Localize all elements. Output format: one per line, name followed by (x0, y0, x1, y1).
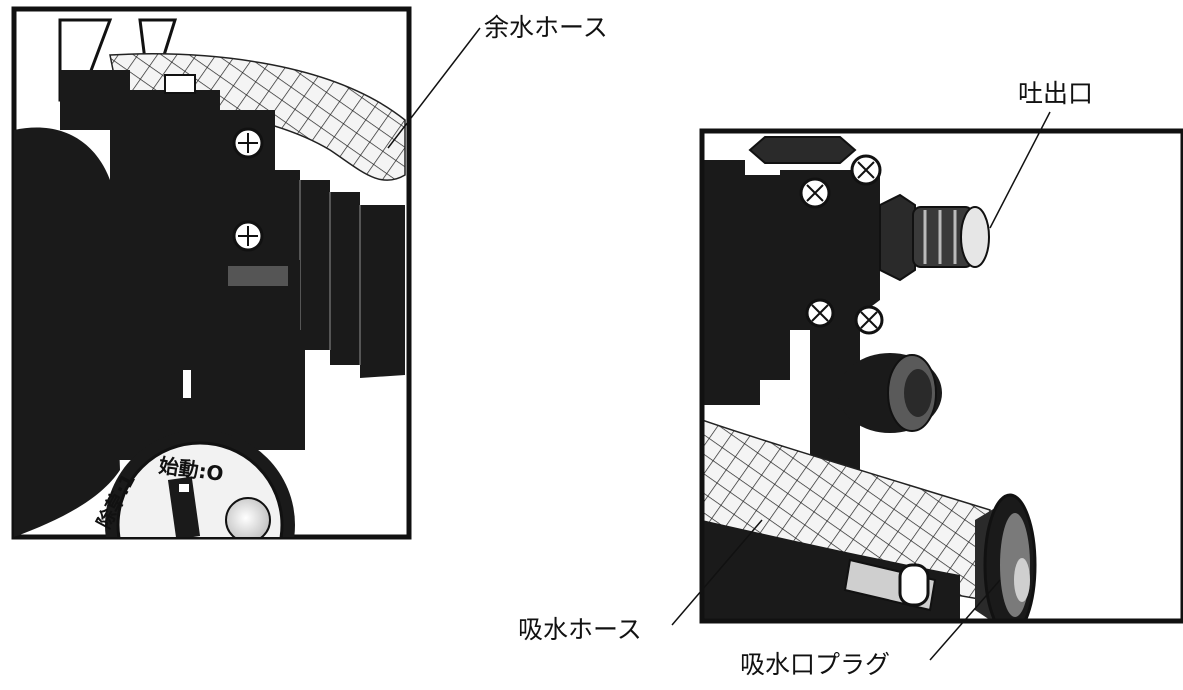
label-discharge-port: 吐出口 (1018, 79, 1093, 108)
label-suction-plug: 吸水口プラグ (740, 650, 890, 679)
leader-discharge-port (989, 111, 1051, 229)
right-view-panel (699, 128, 1183, 624)
dial-knob (225, 497, 271, 537)
leader-overflow-hose (387, 27, 481, 149)
discharge-port (879, 193, 990, 282)
label-overflow-hose: 余水ホース (484, 13, 608, 42)
leader-suction-hose (671, 519, 763, 626)
suction-plug (975, 493, 1037, 621)
leader-suction-plug (929, 579, 1001, 661)
label-suction-hose: 吸水ホース (518, 615, 642, 644)
left-view-panel: 始動:O 除草:1 (11, 6, 412, 540)
